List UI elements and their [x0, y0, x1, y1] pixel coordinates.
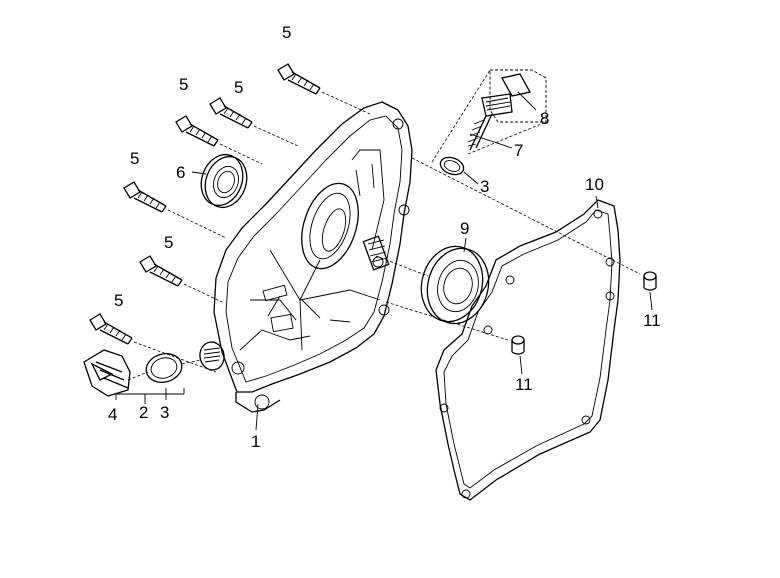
label-9: 9 [460, 219, 469, 238]
label-6: 6 [176, 163, 185, 182]
label-5-mid-upper: 5 [234, 78, 243, 97]
label-2: 2 [139, 403, 148, 422]
leader-6 [191, 171, 207, 175]
label-10: 10 [585, 175, 604, 194]
dipstick-assembly [431, 69, 547, 176]
label-8: 8 [540, 109, 549, 128]
oil-seal [200, 153, 248, 209]
leader-9 [463, 237, 467, 253]
bolt-5-c [175, 115, 263, 165]
leader-3-top [463, 171, 479, 185]
leader-1 [255, 403, 259, 431]
oil-filler-cap [83, 341, 225, 397]
label-5-left-mid: 5 [130, 149, 139, 168]
leader-7 [469, 133, 513, 149]
label-11-center: 11 [515, 375, 533, 394]
gasket [435, 199, 621, 501]
bolt-5-top [277, 63, 371, 115]
ball-bearing [375, 245, 490, 325]
bolt-5-f [89, 313, 217, 373]
label-1: 1 [251, 432, 260, 451]
bolt-5-b [209, 97, 299, 147]
label-5-bottom: 5 [114, 291, 123, 310]
leader-11-right [649, 291, 653, 311]
label-5-mid-lower: 5 [164, 233, 173, 252]
label-3-top: 3 [480, 177, 489, 196]
label-5-top: 5 [282, 23, 291, 42]
dowel-pin-right [411, 157, 657, 291]
label-11-right: 11 [643, 311, 661, 330]
label-3-bottom: 3 [160, 403, 169, 422]
bolt-5-d [123, 181, 227, 239]
dowel-pin-center [385, 301, 525, 355]
leader-10 [595, 195, 599, 209]
bolt-5-e [139, 255, 223, 303]
leader-8 [517, 91, 537, 111]
label-5-left-upper: 5 [179, 75, 188, 94]
crankcase-cover [213, 101, 413, 413]
label-4: 4 [108, 405, 117, 424]
leader-11-center [519, 355, 523, 375]
label-7: 7 [514, 141, 523, 160]
leader-bracket-2-3-4 [115, 388, 185, 404]
